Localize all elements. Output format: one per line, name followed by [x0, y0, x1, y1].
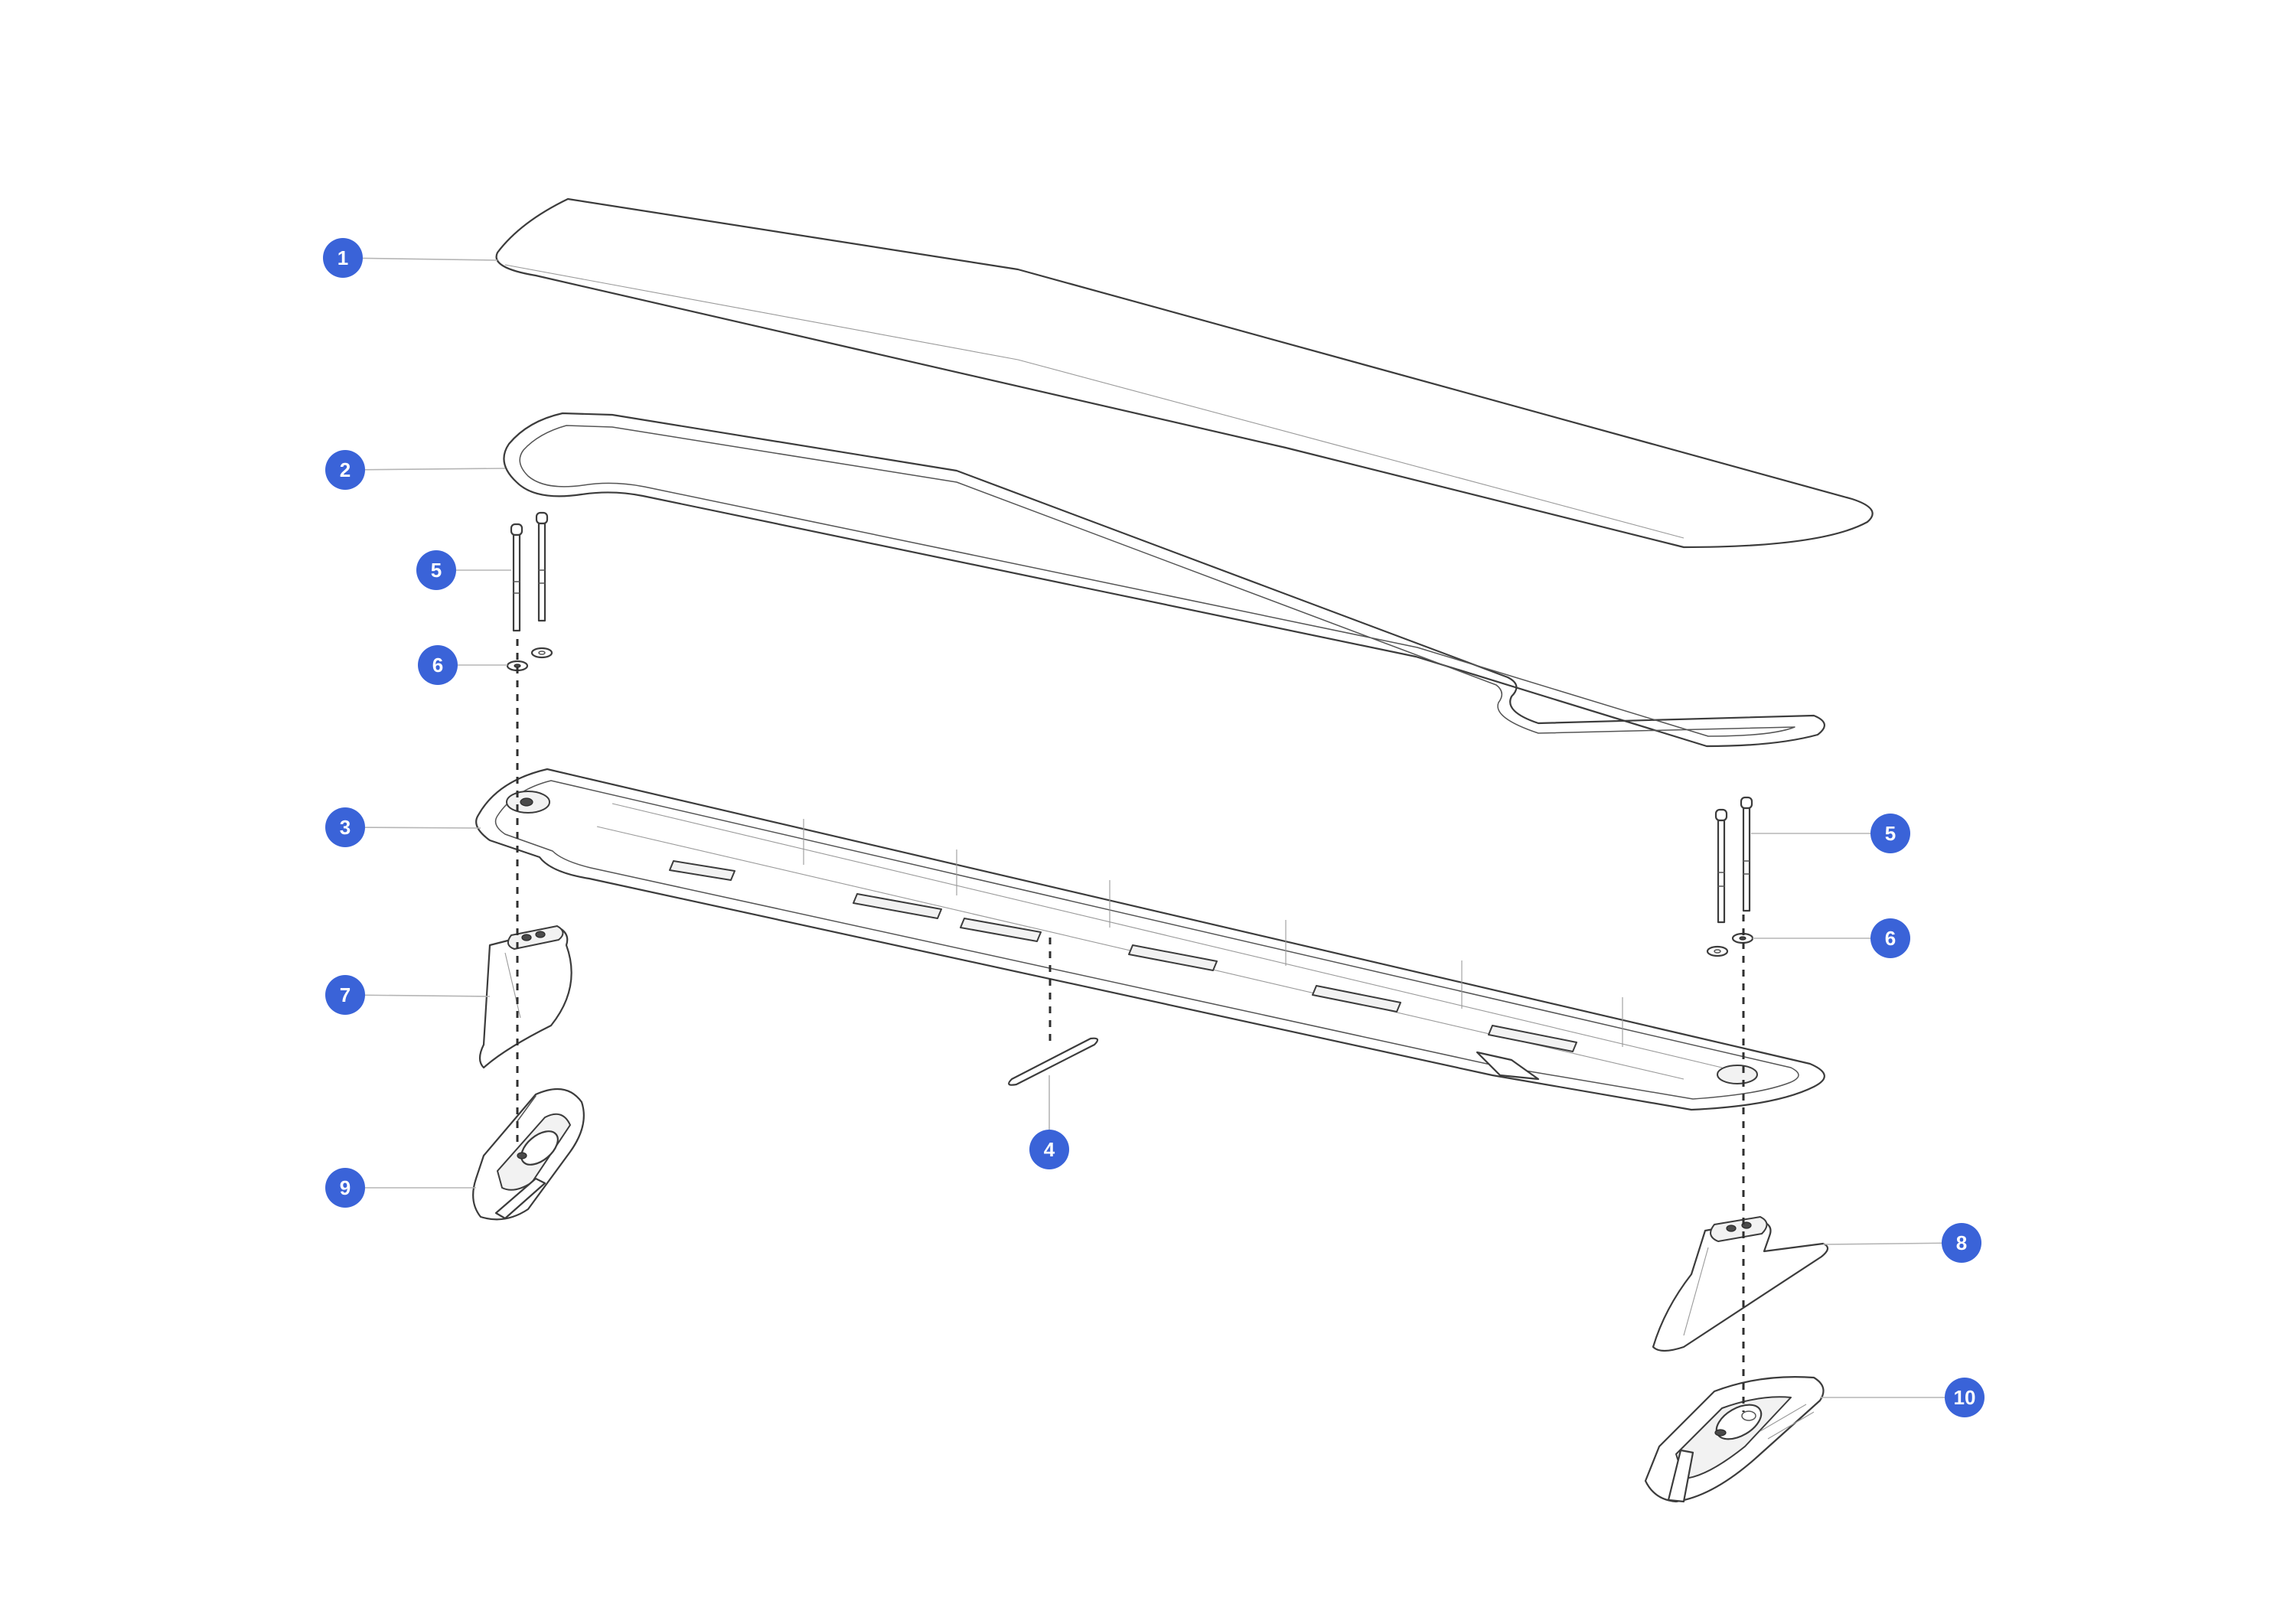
part-2-seal-gasket	[503, 412, 1825, 748]
callout-6-right: 6	[1870, 918, 1910, 958]
callout-1: 1	[323, 238, 363, 278]
part-9-left-base-mount	[472, 1088, 585, 1221]
callout-5-right-label: 5	[1885, 822, 1896, 845]
callout-4-label: 4	[1044, 1138, 1055, 1161]
part-8-right-fin	[1652, 1216, 1829, 1352]
callout-5-left: 5	[416, 550, 456, 590]
part-1-top-cover	[495, 197, 1874, 549]
callout-9: 9	[325, 1168, 365, 1208]
callout-3-label: 3	[340, 816, 351, 839]
callout-7: 7	[325, 975, 365, 1015]
part-3-base-tray	[475, 768, 1825, 1111]
callout-6-left-label: 6	[432, 654, 443, 677]
callout-6-left: 6	[418, 645, 458, 685]
callout-6-right-label: 6	[1885, 927, 1896, 950]
part-6-right-washers	[1706, 932, 1754, 957]
callout-2: 2	[325, 450, 365, 490]
callout-5-left-label: 5	[431, 559, 442, 582]
callout-4: 4	[1029, 1130, 1069, 1169]
part-7-left-fin	[478, 925, 572, 1069]
callout-7-label: 7	[340, 983, 351, 1006]
part-10-right-base-mount	[1644, 1376, 1825, 1503]
alignment-dashed-lines	[516, 639, 1745, 1412]
part-5-left-bolts	[510, 511, 549, 632]
callout-8-label: 8	[1956, 1231, 1967, 1254]
callout-10-label: 10	[1954, 1386, 1976, 1409]
callout-5-right: 5	[1870, 814, 1910, 853]
part-4-small-plate	[1008, 1037, 1099, 1086]
callout-3: 3	[325, 807, 365, 847]
part-6-left-washers	[506, 647, 553, 672]
callout-9-label: 9	[340, 1176, 351, 1199]
part-5-right-bolts	[1714, 796, 1753, 924]
callout-10: 10	[1945, 1378, 1985, 1417]
callout-2-label: 2	[340, 458, 351, 481]
callout-8: 8	[1942, 1223, 1981, 1263]
callout-1-label: 1	[338, 246, 348, 269]
